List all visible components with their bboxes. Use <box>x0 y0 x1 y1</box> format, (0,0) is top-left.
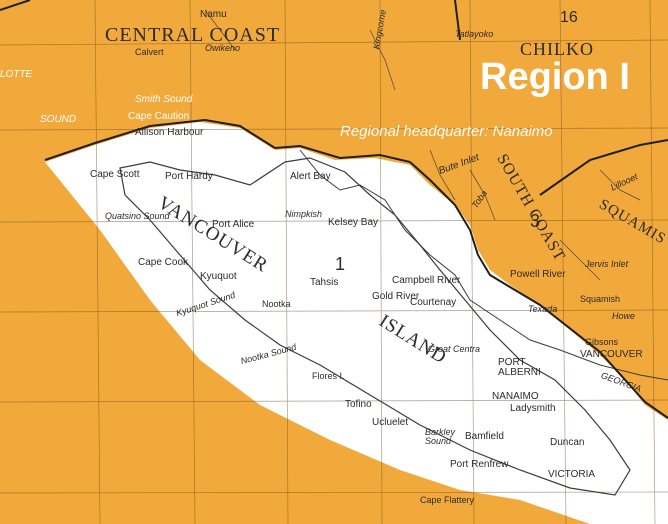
place-tofino: Tofino <box>345 399 372 410</box>
mainland-coast <box>299 149 668 381</box>
place-plotte: LOTTE <box>0 69 33 80</box>
place-ucluelet: Ucluelet <box>372 417 409 428</box>
region-subtitle: Regional headquarter: Nanaimo <box>340 123 553 140</box>
place-port-alice: Port Alice <box>212 219 255 230</box>
place-namu: Namu <box>200 9 227 20</box>
place-tahsis: Tahsis <box>310 277 339 288</box>
place-nimpkish: Nimpkish <box>285 209 323 219</box>
place-ladysmith: Ladysmith <box>510 403 556 414</box>
place-powell-river: Powell River <box>510 269 566 280</box>
place-campbell-river: Campbell River <box>392 275 461 286</box>
place-cape-scott: Cape Scott <box>90 169 140 180</box>
place-barkley-sound: Barkley Sound <box>425 427 456 446</box>
place-great-central: Great Centra <box>428 344 481 354</box>
place-port-renfrew: Port Renfrew <box>450 459 509 470</box>
place-cape-caution: Cape Caution <box>128 111 190 122</box>
place-quatsino-sound: Quatsino Sound <box>105 211 170 221</box>
place-cape-cook: Cape Cook <box>138 257 189 268</box>
place-vancouver-city: VANCOUVER <box>580 349 643 360</box>
place-allison-harbour: Allison Harbour <box>135 127 204 138</box>
place-smith-sound: Smith Sound <box>135 94 193 105</box>
place-calvert: Calvert <box>135 47 164 57</box>
place-howe: Howe <box>612 311 636 321</box>
region-area <box>45 122 668 524</box>
place-sound: SOUND <box>40 114 77 125</box>
zone-1-label: 1 <box>335 254 346 274</box>
place-owikeno: Owikeno <box>205 43 241 53</box>
place-gibsons: Gibsons <box>585 337 619 347</box>
zone-3-label: 3 <box>530 211 541 231</box>
rivers <box>204 9 641 281</box>
zone-16-label: 16 <box>560 9 578 26</box>
place-cape-flattery: Cape Flattery <box>420 495 475 505</box>
region-title: Region I <box>480 56 630 98</box>
place-squamish-town: Squamish <box>580 294 621 304</box>
place-courtenay: Courtenay <box>410 297 457 308</box>
place-texada: Texada <box>528 304 558 314</box>
place-jervis-inlet: Jervis Inlet <box>585 259 629 269</box>
place-port-alberni: PORT ALBERNI <box>498 357 541 378</box>
region-chilko: CHILKO <box>520 39 594 59</box>
island-coastline <box>119 157 631 496</box>
place-port-hardy: Port Hardy <box>165 171 213 182</box>
place-duncan: Duncan <box>550 437 585 448</box>
place-kelsey-bay: Kelsey Bay <box>328 217 379 228</box>
place-nanaimo: NANAIMO <box>492 391 539 402</box>
place-bamfield: Bamfield <box>465 431 504 442</box>
region-boundaries <box>0 0 668 419</box>
place-flores: Flores I. <box>312 371 345 381</box>
place-tatlayoko: Tatlayoko <box>455 29 494 39</box>
place-gold-river: Gold River <box>372 291 420 302</box>
place-kyuquot: Kyuquot <box>200 271 237 282</box>
place-victoria: VICTORIA <box>548 469 596 480</box>
place-alert-bay: Alert Bay <box>290 171 331 182</box>
place-nootka: Nootka <box>262 299 291 309</box>
region-central-coast: CENTRAL COAST <box>105 24 281 46</box>
